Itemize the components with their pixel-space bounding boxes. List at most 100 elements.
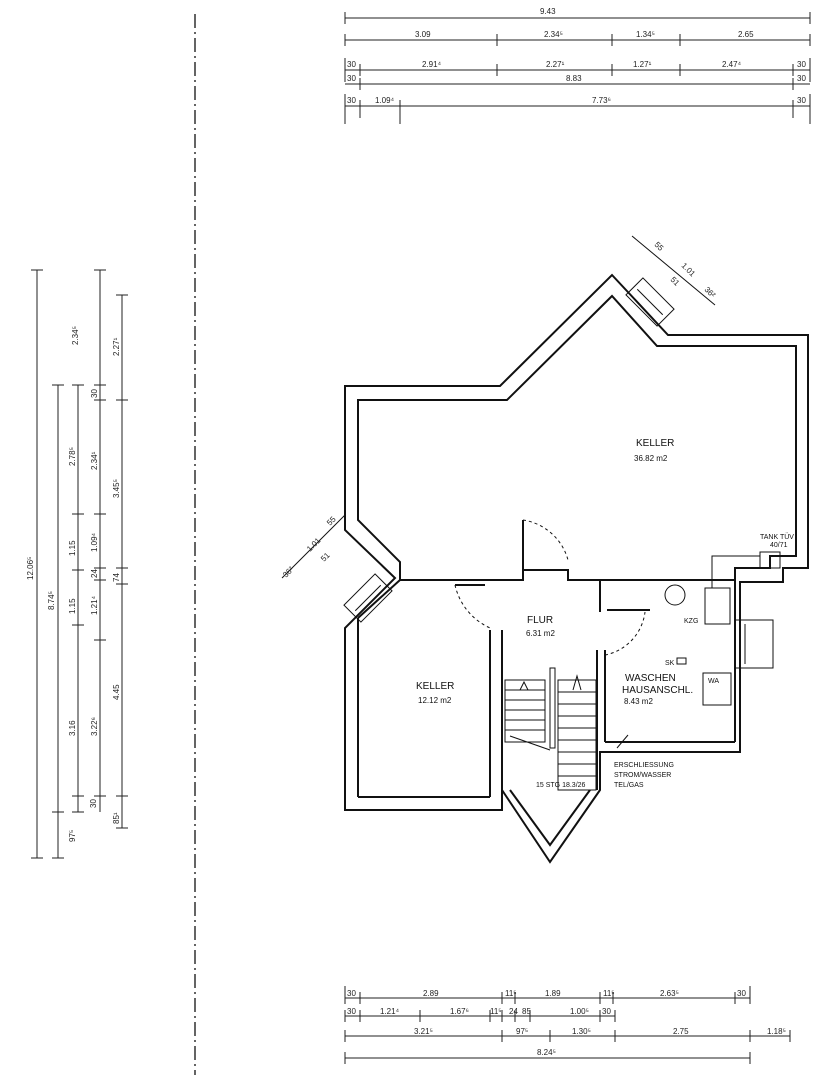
wa-label: WA <box>708 678 719 685</box>
dim-top-r3-1: 30 <box>347 74 356 83</box>
window-top-right <box>625 277 675 327</box>
dim-bottom-r1-6: 2.63⁵ <box>660 989 679 998</box>
dim-bottom-r2-3: 1.67⁶ <box>450 1007 469 1016</box>
dim-top-r1-2: 2.34⁵ <box>544 30 563 39</box>
door-swing-keller-large <box>522 519 569 561</box>
tank-symbol <box>704 587 731 625</box>
tank-label-1: TANK TÜV <box>760 533 794 541</box>
window-left <box>343 573 393 623</box>
utility-leader <box>616 734 629 749</box>
dim-left-c4-3: 1.09⁴ <box>90 532 99 552</box>
room-flur-name: FLUR <box>527 615 553 626</box>
dim-bottom-r3-3: 1.30⁵ <box>572 1027 591 1036</box>
dim-bottom-r3-4: 2.75 <box>673 1027 689 1036</box>
dim-left-c4-2: 2.34¹ <box>90 451 99 470</box>
dim-left-c5-5: 85¹ <box>112 812 121 824</box>
kzg-label: KZG <box>684 618 698 625</box>
washing-machine <box>702 672 732 706</box>
dim-top-r3-3: 30 <box>797 74 806 83</box>
dim-bottom-r1-1: 30 <box>347 989 356 998</box>
dim-bottom-r3-1: 3.21⁵ <box>414 1027 433 1036</box>
window-dims-left: 36² 1.01 51 55 <box>281 514 346 579</box>
svg-text:51: 51 <box>319 550 332 563</box>
dim-bottom-overall: 8.24⁵ <box>537 1048 556 1057</box>
sk-label: SK <box>665 660 675 667</box>
dim-left-c5-3: 74 <box>112 573 121 582</box>
dim-bottom-r2-2: 1.21⁴ <box>380 1007 400 1016</box>
dim-top-r4-4: 30 <box>797 96 806 105</box>
tank-pipe <box>711 555 760 588</box>
bottom-dimension-chains: 30 2.89 11⁵ 1.89 11⁵ 2.63⁵ 30 30 1.21⁴ 1… <box>344 986 791 1064</box>
sk-symbol <box>676 657 687 665</box>
dim-left-c4-4: 24 <box>90 569 99 578</box>
dim-bottom-r2-1: 30 <box>347 1007 356 1016</box>
dim-bottom-r1-2: 2.89 <box>423 989 439 998</box>
window-dims-top: 55 1.01 51 36² <box>631 235 718 306</box>
dim-top-r2-4: 1.27¹ <box>633 60 652 69</box>
dim-bottom-r2-6: 85 <box>522 1007 531 1016</box>
dim-top-r4-3: 7.73⁶ <box>592 96 611 105</box>
dim-top-overall: 9.43 <box>540 7 556 16</box>
room-keller-large-area: 36.82 m2 <box>634 454 668 463</box>
dim-bottom-r1-5: 11⁵ <box>603 989 615 998</box>
room-waschen-name-2: HAUSANSCHL. <box>622 685 693 696</box>
room-keller-large-name: KELLER <box>636 438 674 449</box>
dim-left-c2-1: 8.74⁵ <box>47 591 56 610</box>
dim-top-r3-2: 8.83 <box>566 74 582 83</box>
dim-bottom-r2-8: 30 <box>602 1007 611 1016</box>
dim-left-c4-6: 3.22⁶ <box>90 717 99 736</box>
dim-top-r1-4: 2.65 <box>738 30 754 39</box>
staircase <box>504 667 597 791</box>
dim-left-c2-2: 97⁵ <box>68 830 77 842</box>
dim-left-c3-2: 1.15 <box>68 598 77 614</box>
dim-top-r2-1: 30 <box>347 60 356 69</box>
svg-text:55: 55 <box>653 240 666 253</box>
room-flur-area: 6.31 m2 <box>526 629 555 638</box>
window-right <box>734 619 774 669</box>
dim-top-r2-5: 2.47⁴ <box>722 60 742 69</box>
dim-bottom-r1-4: 1.89 <box>545 989 561 998</box>
dim-top-r4-2: 1.09⁴ <box>375 96 395 105</box>
tank-box <box>759 551 781 569</box>
dim-top-r2-2: 2.91⁴ <box>422 60 442 69</box>
room-keller-small-name: KELLER <box>416 681 454 692</box>
dim-left-c5-4: 4.45 <box>112 684 121 700</box>
boiler-symbol <box>664 584 686 606</box>
dim-left-c5-1: 2.27¹ <box>112 337 121 356</box>
dim-bottom-r1-3: 11⁵ <box>505 989 517 998</box>
door-swing-keller-small <box>454 584 491 629</box>
top-dimension-chains: 9.43 3.09 2.34⁵ 1.34⁵ 2.65 30 2.91⁴ 2.27… <box>344 7 811 124</box>
room-waschen-area: 8.43 m2 <box>624 697 653 706</box>
dim-bottom-r1-7: 30 <box>737 989 746 998</box>
dim-left-c4-5: 1.21⁴ <box>90 595 99 615</box>
dim-bottom-r3-2: 97⁵ <box>516 1027 528 1036</box>
left-dimension-chains: 12.06⁵ 8.74⁵ 97⁵ 3.16 1.15 1.15 2.78⁵ 30… <box>26 269 128 859</box>
svg-text:36²: 36² <box>703 285 718 300</box>
room-keller-small-area: 12.12 m2 <box>418 696 452 705</box>
dim-left-c5-2: 3.45⁵ <box>112 479 121 498</box>
dim-left-c3-1: 3.16 <box>68 720 77 736</box>
tank-label-2: 40/71 <box>770 542 788 549</box>
utility-label-1: ERSCHLIESSUNG <box>614 762 674 769</box>
dim-bottom-r2-4: 11⁵ <box>490 1007 502 1016</box>
door-swing-waschen <box>604 611 646 656</box>
svg-text:55: 55 <box>325 514 338 527</box>
dim-top-r1-3: 1.34⁵ <box>636 30 655 39</box>
dim-left-c3-3: 1.15 <box>68 540 77 556</box>
svg-text:1.01: 1.01 <box>305 536 323 554</box>
room-waschen-name: WASCHEN <box>625 673 676 684</box>
dim-left-c4-1: 2.34⁵ <box>71 326 80 345</box>
dim-left-c3-4: 2.78⁵ <box>68 447 77 466</box>
dim-left-overall: 12.06⁵ <box>26 557 35 580</box>
dim-top-r2-3: 2.27¹ <box>546 60 565 69</box>
stair-label: 15 STG 18.3/26 <box>536 782 586 789</box>
utility-label-3: TEL/GAS <box>614 782 644 789</box>
svg-text:51: 51 <box>669 275 682 288</box>
dim-left-c4-7: 30 <box>90 389 99 398</box>
dim-top-r2-6: 30 <box>797 60 806 69</box>
dim-left-c3-5: 30 <box>89 799 98 808</box>
dim-bottom-r2-7: 1.00⁵ <box>570 1007 589 1016</box>
svg-text:1.01: 1.01 <box>680 261 698 279</box>
dim-bottom-r2-5: 24 <box>509 1007 518 1016</box>
